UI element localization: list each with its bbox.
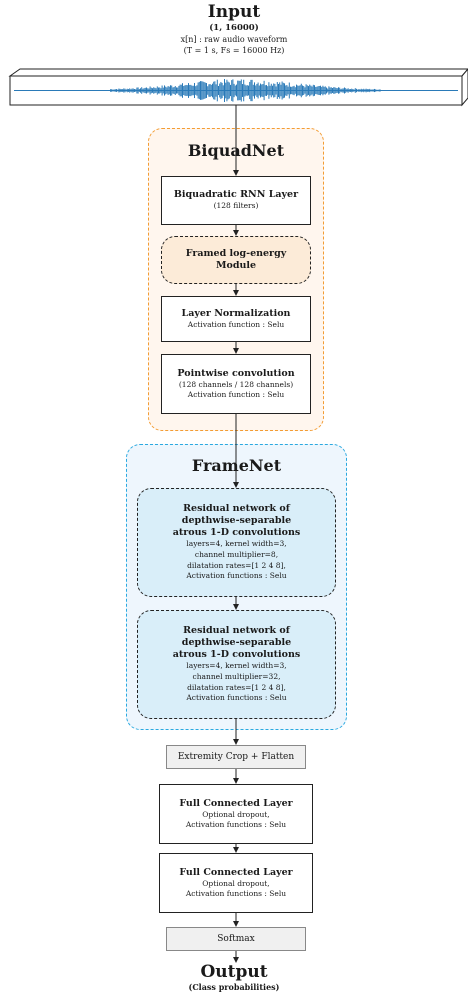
res2-title-3: atrous 1-D convolutions (172, 648, 301, 660)
layernorm-sub: Activation function : Selu (187, 319, 285, 329)
pointwise-title: Pointwise convolution (177, 367, 295, 379)
extremity-crop-flatten: Extremity Crop + Flatten (166, 745, 306, 769)
input-desc-1: x[n] : raw audio waveform (180, 35, 288, 44)
res1-title-3: atrous 1-D convolutions (172, 526, 301, 538)
output-title: Output (200, 962, 268, 982)
res2-title-2: depthwise-separable (181, 636, 292, 648)
pointwise-sub-2: Activation function : Selu (187, 390, 285, 399)
residual-network-2: Residual network of depthwise-separable … (137, 610, 336, 719)
layernorm-title: Layer Normalization (181, 307, 291, 319)
fc2-title: Full Connected Layer (179, 866, 293, 878)
res2-sub-3: dilatation rates=[1 2 4 8], (187, 682, 286, 692)
biquadratic-rnn-layer: Biquadratic RNN Layer (128 filters) (161, 176, 311, 225)
residual-network-1: Residual network of depthwise-separable … (137, 488, 336, 597)
output-sub: (Class probabilities) (188, 982, 280, 992)
logenergy-title-2: Module (215, 260, 257, 271)
full-connected-layer-2: Full Connected Layer Optional dropout, A… (159, 853, 313, 913)
res1-sub-3: dilatation rates=[1 2 4 8], (187, 560, 286, 570)
softmax-box: Softmax (166, 927, 306, 951)
input-title: Input (207, 2, 261, 22)
fc1-title: Full Connected Layer (179, 797, 293, 809)
input-desc-2: (T = 1 s, Fs = 16000 Hz) (183, 46, 285, 55)
res2-title-1: Residual network of (183, 624, 290, 636)
layer-normalization: Layer Normalization Activation function … (161, 296, 311, 342)
res2-sub-2: channel multiplier=32, (192, 671, 281, 681)
audio-waveform (110, 78, 381, 103)
full-connected-layer-1: Full Connected Layer Optional dropout, A… (159, 784, 313, 844)
waveform-panel (8, 68, 468, 107)
fc2-sub-1: Optional dropout, (202, 878, 270, 888)
pointwise-sub-1: (128 channels / 128 channels) (178, 379, 294, 389)
rnn-sub: (128 filters) (213, 201, 259, 211)
framed-log-energy-module: Framed log-energy Module (161, 236, 311, 284)
rnn-title: Biquadratic RNN Layer (173, 189, 299, 201)
fc1-sub-1: Optional dropout, (202, 809, 270, 819)
res1-sub-1: layers=4, kernel width=3, (186, 538, 287, 548)
res1-title-1: Residual network of (183, 502, 290, 514)
res2-sub-1: layers=4, kernel width=3, (186, 660, 287, 670)
logenergy-title-1: Framed log-energy (185, 248, 287, 259)
res1-sub-2: channel multiplier=8, (194, 549, 279, 559)
res1-title-2: depthwise-separable (181, 514, 292, 526)
res2-sub-4: Activation functions : Selu (186, 693, 287, 703)
input-shape: (1, 16000) (209, 23, 259, 33)
res1-sub-4: Activation functions : Selu (186, 571, 287, 581)
fc1-sub-2: Activation functions : Selu (185, 820, 287, 829)
pointwise-convolution: Pointwise convolution (128 channels / 12… (161, 354, 311, 414)
fc2-sub-2: Activation functions : Selu (185, 889, 287, 898)
